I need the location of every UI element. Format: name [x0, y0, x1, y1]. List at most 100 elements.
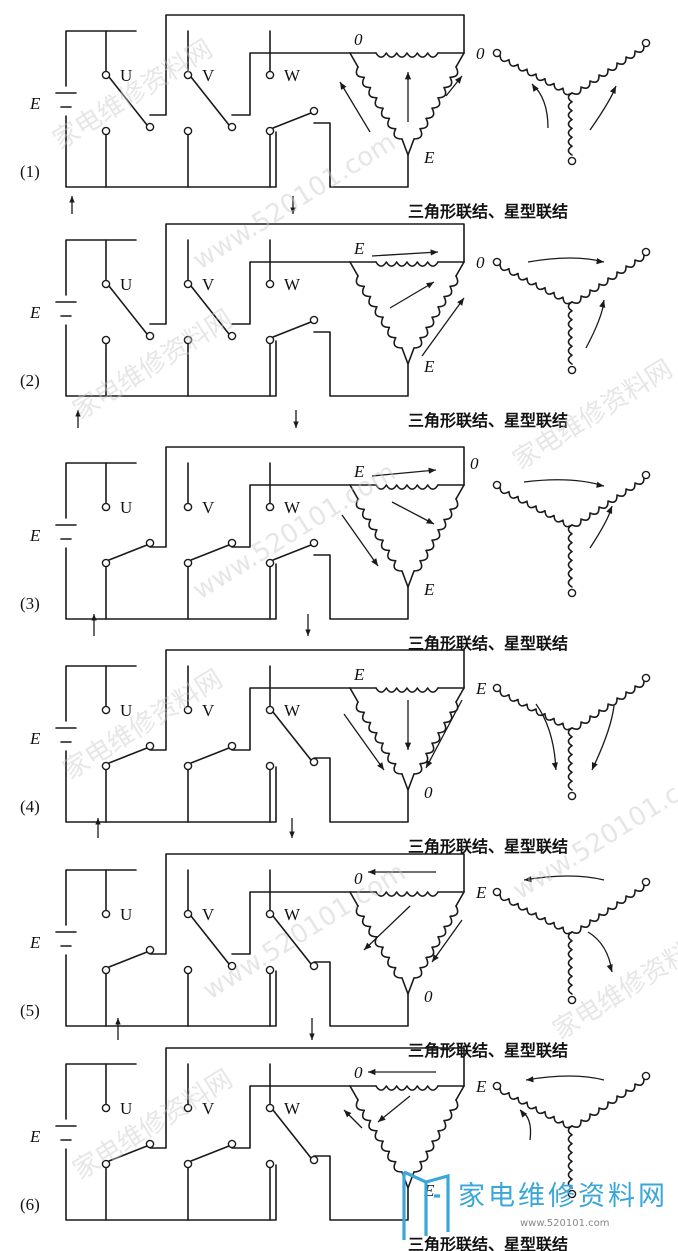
- star-current-arrow: [535, 703, 557, 771]
- w-wire: [313, 331, 409, 397]
- arrow-head-icon: [371, 558, 378, 566]
- winding-coil: [567, 301, 573, 365]
- watermark-text: 家电维修资料网: [68, 1064, 238, 1186]
- delta-label-bottom: E: [423, 148, 435, 167]
- panel-caption: 三角形联结、星型联结: [408, 411, 568, 430]
- switch-blade[interactable]: [190, 747, 230, 764]
- switch-label-w: W: [284, 275, 301, 294]
- terminal-node: [265, 909, 275, 919]
- terminal-node: [641, 38, 651, 48]
- star-label: 0: [476, 253, 485, 272]
- switch-blade[interactable]: [190, 1145, 230, 1162]
- winding-coil: [571, 883, 645, 934]
- winding-coil: [413, 498, 459, 572]
- switch-blade[interactable]: [190, 285, 230, 335]
- switch-blade[interactable]: [272, 1109, 312, 1159]
- switch-blade[interactable]: [272, 711, 312, 761]
- u-wire: [149, 446, 465, 548]
- switch-label-v: V: [202, 498, 215, 517]
- switch-blade[interactable]: [190, 76, 230, 126]
- v-wire: [231, 891, 351, 955]
- flow-arrows: [69, 196, 315, 1040]
- winding-coil: [375, 1085, 439, 1091]
- winding-coil: [375, 891, 439, 897]
- terminal-node: [641, 1071, 651, 1081]
- switch-label-w: W: [284, 498, 301, 517]
- terminal-node: [567, 588, 577, 598]
- battery-label: E: [29, 303, 41, 322]
- logo-url: www.520101.com: [520, 1218, 610, 1229]
- star-current-arrow: [525, 1075, 605, 1081]
- w-wire: [313, 554, 409, 620]
- switch-blade[interactable]: [108, 951, 148, 968]
- arrow-head-icon: [305, 629, 311, 636]
- winding-coil: [355, 275, 403, 349]
- current-arrow: [421, 297, 465, 357]
- arrow-head-icon: [364, 942, 372, 950]
- switch-label-v: V: [202, 905, 215, 924]
- u-wire: [149, 1047, 465, 1149]
- switch-blade[interactable]: [190, 544, 230, 561]
- terminal-node: [101, 1103, 111, 1113]
- arrow-head-icon: [404, 72, 412, 80]
- switch-blade[interactable]: [272, 321, 312, 338]
- winding-coil: [413, 275, 459, 349]
- switch-blade[interactable]: [108, 76, 148, 126]
- current-arrow: [431, 919, 463, 963]
- delta-label-top: 0: [354, 869, 363, 888]
- winding-coil: [355, 1099, 403, 1173]
- battery-label: E: [29, 933, 41, 952]
- switch-blade[interactable]: [272, 544, 312, 561]
- terminal-node: [641, 673, 651, 683]
- star-label: 0: [476, 44, 485, 63]
- star-current-arrow: [591, 705, 615, 771]
- delta-corner: [349, 261, 465, 365]
- terminal-node: [641, 877, 651, 887]
- winding-coil: [499, 54, 573, 96]
- terminal-node: [492, 257, 502, 267]
- switch-blade[interactable]: [272, 915, 312, 965]
- switch-label-v: V: [202, 701, 215, 720]
- arrow-head-icon: [591, 762, 598, 770]
- terminal-node: [567, 791, 577, 801]
- arrow-head-icon: [524, 876, 532, 883]
- winding-coil: [571, 476, 645, 527]
- arrow-head-icon: [289, 831, 295, 838]
- switch-blade[interactable]: [190, 915, 230, 965]
- winding-coil: [375, 52, 439, 58]
- u-wire: [149, 649, 465, 751]
- arrow-head-icon: [596, 258, 604, 265]
- supply-rail: [65, 462, 277, 620]
- watermark-text: 家电维修资料网: [548, 924, 678, 1046]
- switch-label-v: V: [202, 66, 215, 85]
- panel-caption: 三角形联结、星型联结: [408, 1041, 568, 1060]
- watermark-text: 家电维修资料网: [48, 34, 218, 156]
- winding-coil: [571, 44, 645, 95]
- switch-blade[interactable]: [108, 1145, 148, 1162]
- winding-coil: [567, 92, 573, 156]
- switch-blade[interactable]: [108, 285, 148, 335]
- switch-blade[interactable]: [108, 747, 148, 764]
- arrow-head-icon: [426, 517, 434, 524]
- v-wire: [231, 52, 351, 116]
- supply-rail: [65, 239, 277, 397]
- current-arrow: [371, 251, 439, 257]
- battery-label: E: [29, 1127, 41, 1146]
- arrow-head-icon: [115, 1018, 121, 1025]
- star-current-arrow: [585, 299, 605, 349]
- terminal-node: [227, 331, 237, 341]
- switch-blade[interactable]: [108, 544, 148, 561]
- switch-blade[interactable]: [272, 112, 312, 129]
- winding-coil: [567, 1125, 573, 1189]
- delta-corner: [349, 484, 465, 588]
- w-wire: [313, 961, 409, 1027]
- terminal-node: [567, 365, 577, 375]
- panel-label: (2): [20, 371, 40, 390]
